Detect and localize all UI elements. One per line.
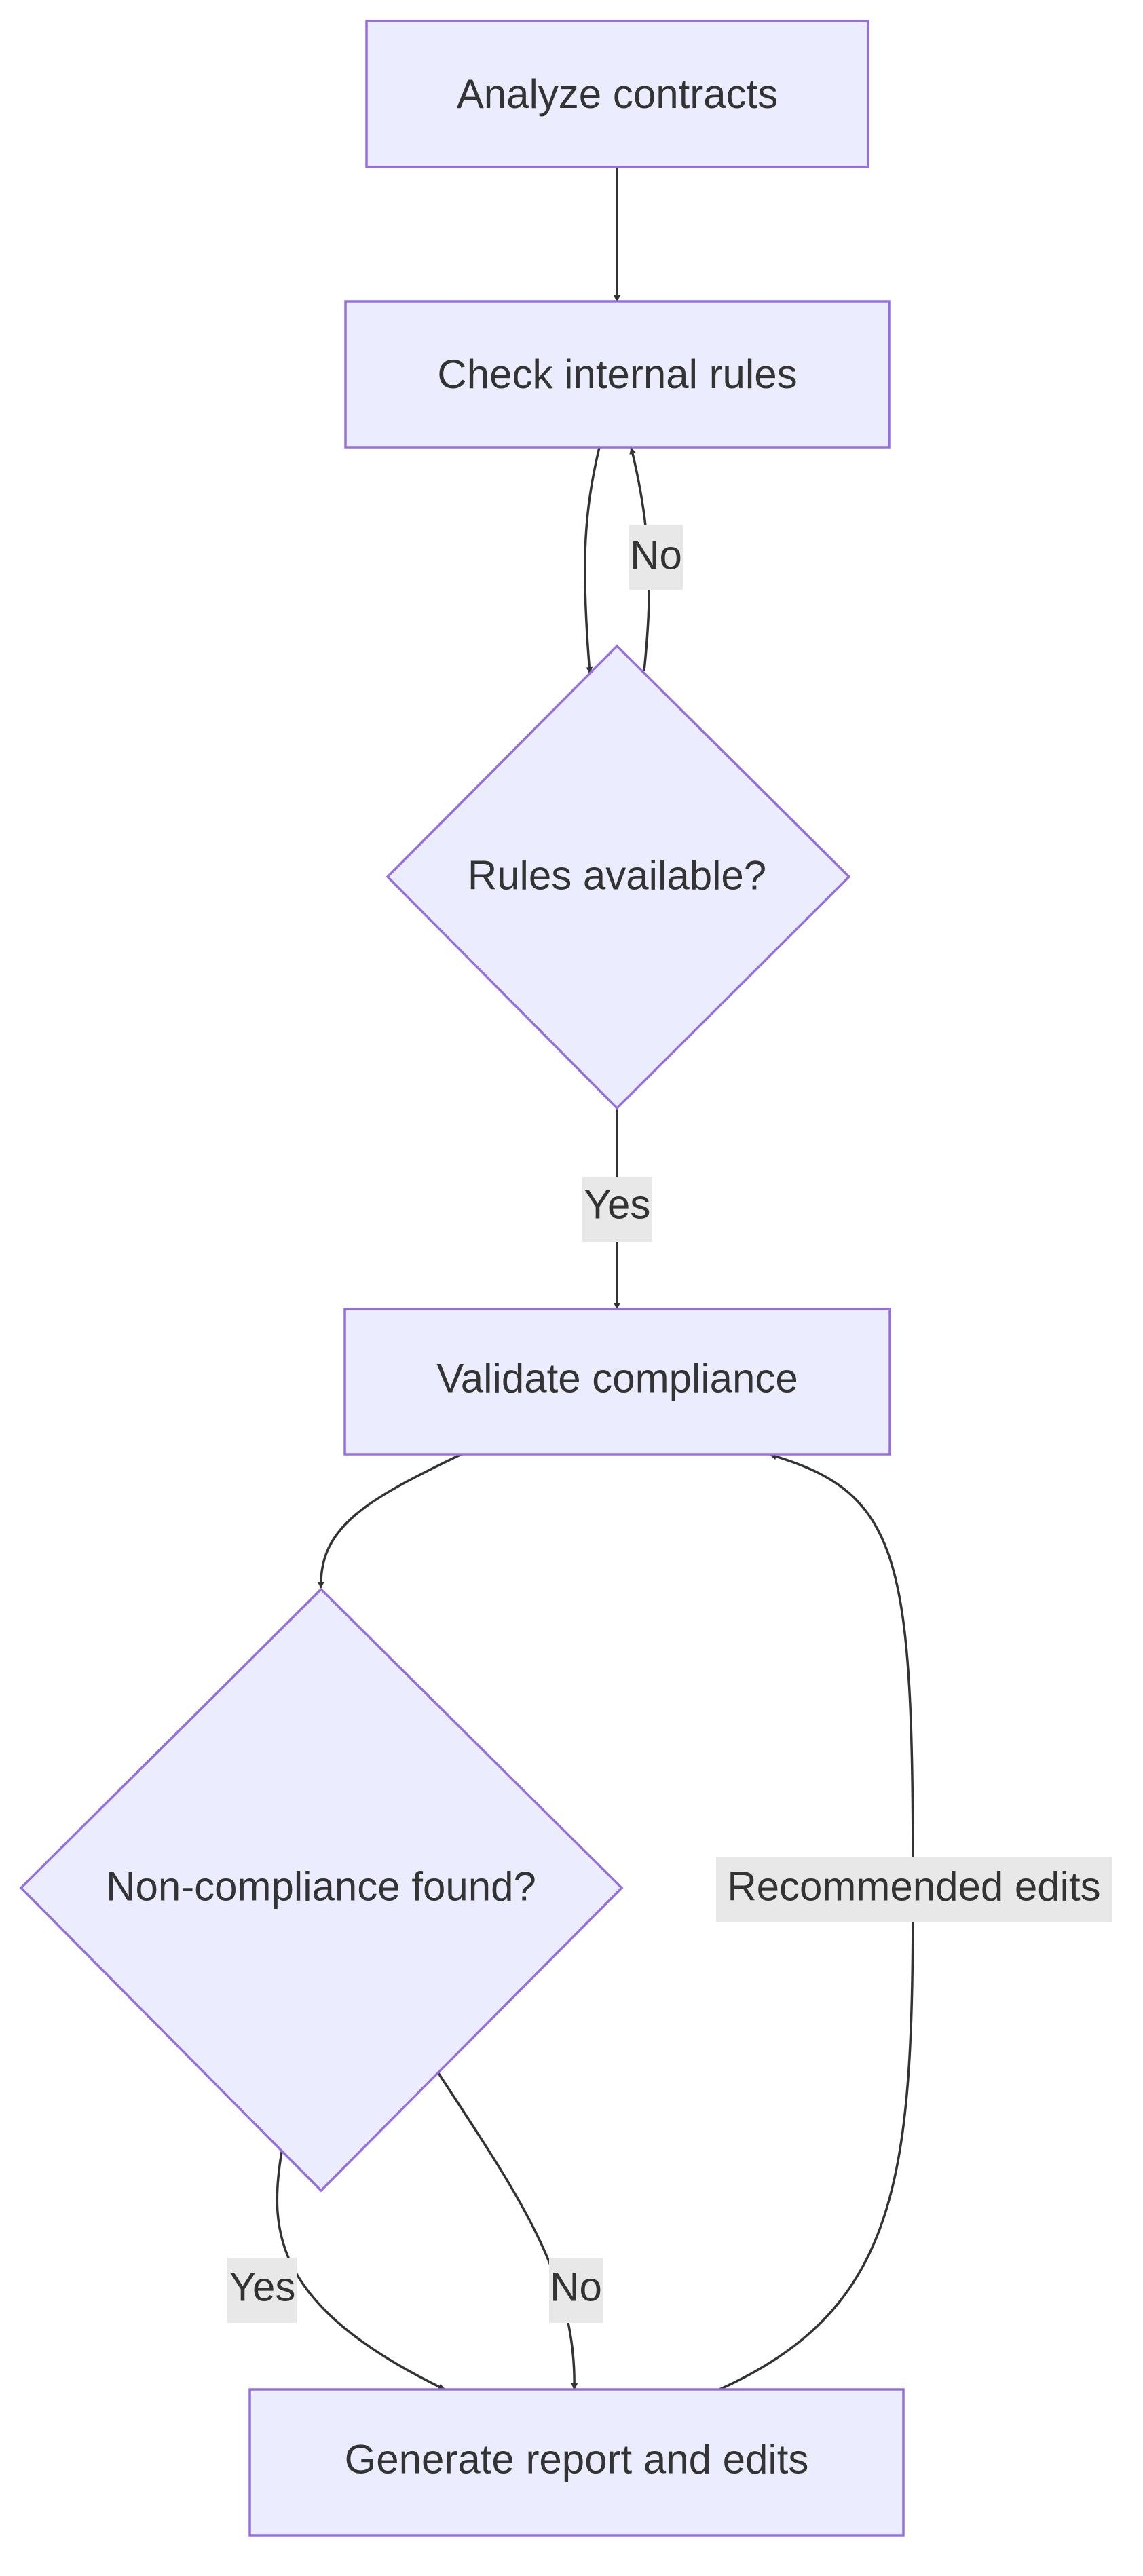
decision-non-compliance-found[interactable]: Non-compliance found? xyxy=(19,1587,624,2193)
node-validate-compliance[interactable]: Validate compliance xyxy=(343,1308,891,1456)
edge-validate-to-noncompliance xyxy=(317,1453,462,1589)
node-analyze-contracts[interactable]: Analyze contracts xyxy=(365,20,869,168)
edge-label-text: Yes xyxy=(584,1182,651,1228)
edge-nc-yes-to-generate xyxy=(276,2151,445,2391)
node-generate-report-and-edits[interactable]: Generate report and edits xyxy=(248,2388,905,2537)
edge-label-text: Yes xyxy=(229,2265,296,2310)
edge-label-recommended-edits: Recommended edits xyxy=(716,1857,1112,1922)
edge-label-text: No xyxy=(630,533,682,578)
edge-label-text: No xyxy=(550,2265,602,2310)
edge-check-to-rules xyxy=(583,447,601,674)
decision-rules-available[interactable]: Rules available? xyxy=(386,644,851,1110)
edge-nc-no-to-generate xyxy=(437,2072,578,2390)
node-label: Rules available? xyxy=(468,853,766,898)
edge-label-nc-yes: Yes xyxy=(227,2258,297,2323)
edge-label-rules-no: No xyxy=(629,525,683,590)
node-label: Validate compliance xyxy=(436,1356,798,1401)
node-label: Analyze contracts xyxy=(457,71,779,117)
edge-generate-to-validate xyxy=(719,1453,914,2391)
node-check-internal-rules[interactable]: Check internal rules xyxy=(344,300,891,449)
edge-label-text: Recommended edits xyxy=(727,1864,1100,1910)
edge-label-rules-yes: Yes xyxy=(582,1177,652,1242)
edge-label-nc-no: No xyxy=(549,2258,603,2323)
node-label: Check internal rules xyxy=(437,352,797,397)
node-label: Generate report and edits xyxy=(345,2437,809,2482)
node-label: Non-compliance found? xyxy=(106,1864,536,1910)
